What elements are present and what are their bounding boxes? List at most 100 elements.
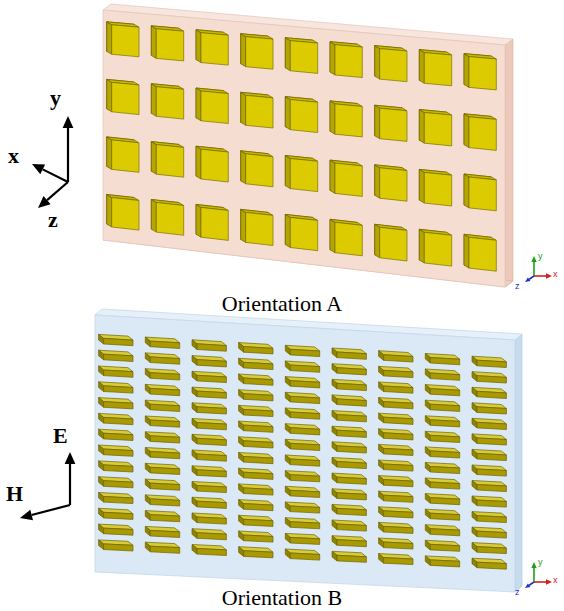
square-plate-side — [330, 219, 335, 252]
plate-side — [332, 536, 337, 546]
flat-plate — [337, 540, 366, 547]
axis-label: E — [53, 424, 68, 448]
plate-side — [285, 518, 290, 528]
flat-plate — [290, 537, 319, 544]
plate-side — [99, 477, 104, 487]
field-arrow — [32, 505, 70, 515]
plate-side — [332, 364, 337, 374]
flat-plate — [244, 472, 273, 479]
square-plate — [335, 104, 362, 137]
plate-side — [145, 448, 150, 458]
slab-edge — [505, 39, 513, 287]
field-arrow — [69, 464, 71, 505]
flat-plate — [337, 430, 366, 437]
plate-side — [99, 461, 104, 471]
square-plate-side — [419, 229, 424, 263]
square-plate-side — [464, 234, 469, 268]
flat-plate — [337, 493, 366, 500]
square-plate-side — [419, 110, 424, 144]
plate-side — [472, 481, 477, 491]
flat-plate — [477, 407, 506, 414]
flat-plate — [384, 402, 413, 409]
plate-side — [239, 484, 244, 494]
plate-side — [472, 403, 477, 413]
square-plate-side — [241, 151, 246, 184]
flat-plate — [197, 438, 226, 445]
axis-icon-label: x — [553, 576, 558, 586]
plate-side — [99, 382, 104, 392]
flat-plate — [150, 546, 179, 553]
flat-plate — [197, 501, 226, 508]
plate-side — [192, 340, 197, 350]
axis-arrow — [67, 128, 69, 182]
square-plate-side — [107, 137, 112, 170]
axis-arrow-head — [32, 164, 45, 174]
plate-side — [425, 463, 430, 473]
plate-side — [425, 494, 430, 504]
square-plate — [290, 159, 317, 192]
square-plate — [246, 37, 273, 69]
plate-side — [99, 445, 104, 455]
plate-side — [145, 416, 150, 426]
plate-side — [425, 540, 430, 550]
plate-side — [425, 385, 430, 395]
flat-plate — [290, 412, 319, 419]
flat-plate — [290, 349, 319, 356]
figure-caption: Orientation A — [222, 292, 342, 316]
square-plate — [380, 227, 407, 261]
plate-side — [425, 525, 430, 535]
plate-side — [145, 495, 150, 505]
flat-plate — [290, 522, 319, 529]
plate-side — [332, 379, 337, 389]
axis-arrow — [43, 169, 68, 182]
flat-plate — [384, 370, 413, 377]
flat-plate — [104, 449, 133, 456]
flat-plate — [477, 469, 506, 476]
flat-plate — [150, 373, 179, 380]
flat-plate — [384, 511, 413, 518]
flat-plate — [384, 464, 413, 471]
flat-plate — [244, 409, 273, 416]
plate-side — [192, 419, 197, 429]
flat-plate — [197, 375, 226, 382]
flat-plate — [150, 467, 179, 474]
square-plate-side — [241, 92, 246, 125]
plate-side — [425, 556, 430, 566]
plate-side — [379, 538, 384, 548]
square-plate-side — [375, 46, 380, 80]
flat-plate — [477, 547, 506, 554]
plate-side — [425, 369, 430, 379]
flat-plate — [337, 477, 366, 484]
mini-axis — [533, 568, 535, 582]
square-plate-side — [330, 101, 335, 134]
flat-plate — [337, 399, 366, 406]
slab-edge — [515, 334, 522, 592]
square-plate — [424, 232, 451, 266]
plate-side — [285, 502, 290, 512]
square-plate — [201, 207, 228, 240]
mini-axis — [529, 276, 534, 279]
plate-side — [99, 493, 104, 503]
flat-plate — [290, 506, 319, 513]
substrate-slab — [103, 10, 505, 287]
flat-plate — [104, 386, 133, 393]
plate-side — [332, 348, 337, 358]
square-plate-side — [196, 88, 201, 121]
flat-plate — [197, 423, 226, 430]
plate-side — [472, 387, 477, 397]
flat-plate — [104, 370, 133, 377]
plate-side — [472, 449, 477, 459]
flat-plate — [430, 467, 459, 474]
square-plate — [201, 33, 228, 65]
flat-plate — [337, 383, 366, 390]
square-plate — [290, 41, 317, 74]
flat-plate — [384, 386, 413, 393]
plate-side — [379, 522, 384, 532]
plate-side — [192, 371, 197, 381]
plate-side — [425, 431, 430, 441]
plate-side — [425, 354, 430, 364]
flat-plate — [430, 404, 459, 411]
plate-side — [285, 361, 290, 371]
square-plate-side — [196, 204, 201, 237]
